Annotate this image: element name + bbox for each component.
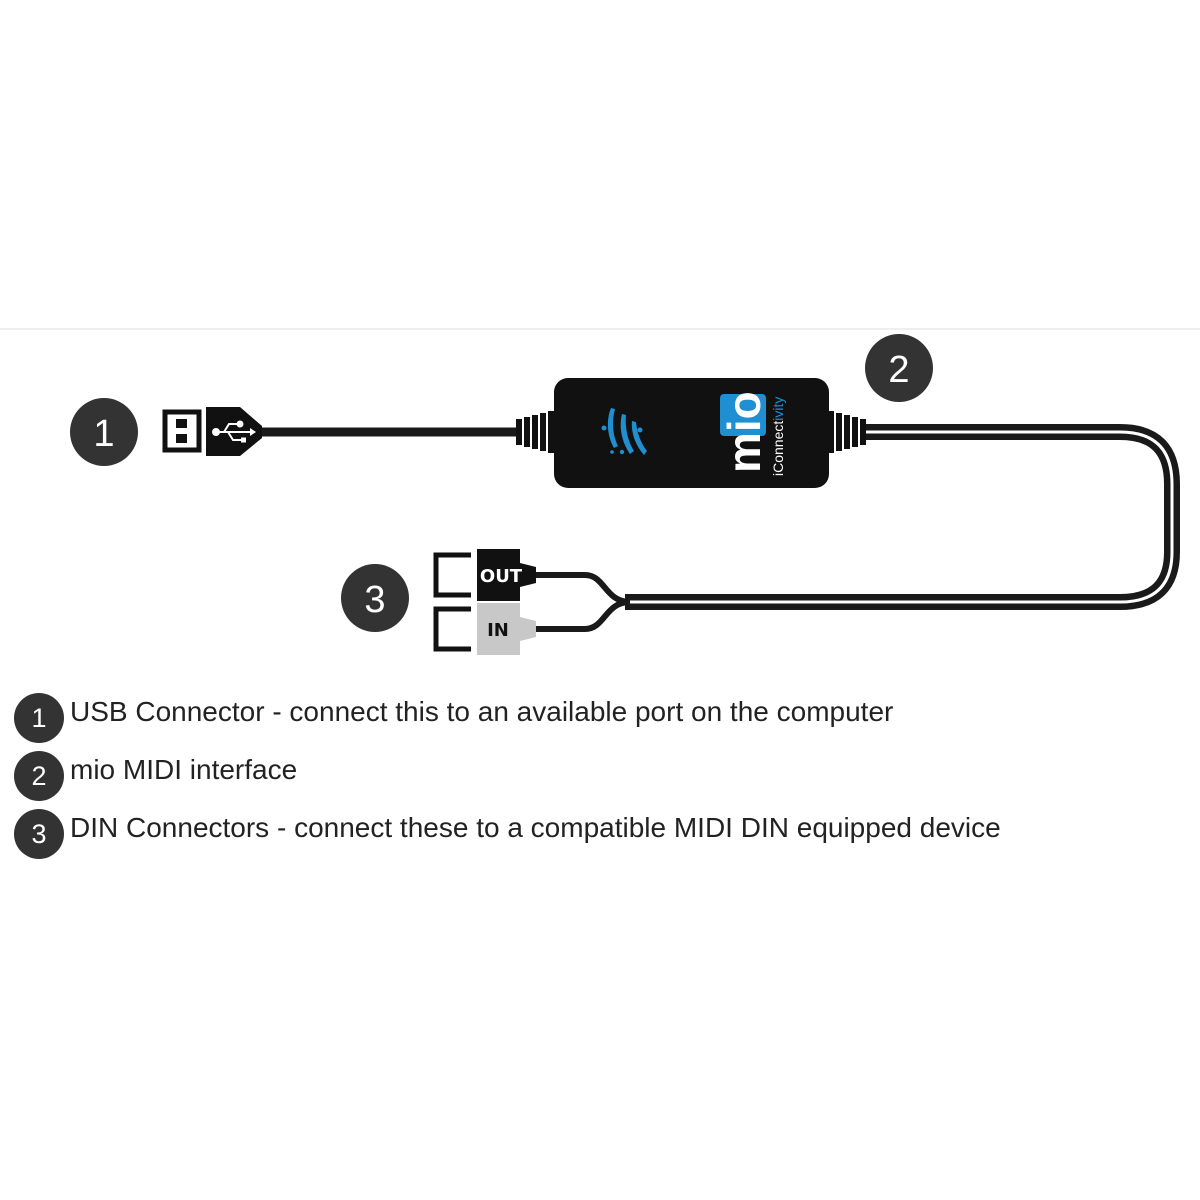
- mio-brand-text: mio: [718, 391, 770, 473]
- usb-connector: [162, 407, 262, 456]
- din-in-connector: IN: [433, 603, 536, 655]
- mio-interface-device: mio iConnectivity: [554, 378, 829, 488]
- splash-logo-icon: [601, 408, 647, 455]
- din-in-bracket: [433, 606, 471, 652]
- callout-1: 1: [70, 398, 138, 466]
- cable-diagram: mio iConnectivity 1 2 3 OUT IN: [70, 334, 1180, 655]
- midi-cable-highlight: [625, 430, 1174, 604]
- din-out-plug: [477, 549, 536, 601]
- out-label: OUT: [480, 566, 523, 587]
- legend-item: 2 mio MIDI interface: [14, 751, 1001, 801]
- callout-3-number: 3: [364, 579, 385, 621]
- usb-pin: [176, 434, 187, 443]
- usb-icon: [212, 420, 256, 443]
- device-body: [554, 378, 829, 488]
- strain-relief-left: [516, 411, 556, 453]
- legend-text-1: USB Connector - connect this to an avail…: [70, 696, 894, 727]
- legend-text-2: mio MIDI interface: [70, 754, 298, 785]
- top-divider: [0, 328, 1200, 330]
- legend-badge-1: 1: [14, 693, 64, 743]
- mio-badge: [720, 394, 766, 436]
- din-out-bracket: [433, 552, 471, 598]
- din-out-connector: OUT: [433, 549, 536, 601]
- legend-item: 1 USB Connector - connect this to an ava…: [14, 693, 1001, 743]
- legend-badge-2: 2: [14, 751, 64, 801]
- callout-2: 2: [865, 334, 933, 402]
- callout-2-number: 2: [888, 349, 909, 391]
- legend-text-3: DIN Connectors - connect these to a comp…: [70, 812, 1001, 843]
- in-label: IN: [487, 620, 509, 641]
- callout-1-number: 1: [93, 413, 114, 455]
- callout-3: 3: [341, 564, 409, 632]
- in-cable: [535, 599, 631, 632]
- strain-relief-right: [826, 411, 866, 453]
- out-cable: [535, 572, 631, 605]
- legend-item: 3 DIN Connectors - connect these to a co…: [14, 809, 1001, 859]
- usb-plug-shell: [162, 409, 202, 453]
- usb-pin: [176, 419, 187, 428]
- maker-text: iConnectivity: [770, 397, 786, 476]
- legend-badge-3: 3: [14, 809, 64, 859]
- legend: 1 USB Connector - connect this to an ava…: [14, 693, 1001, 867]
- din-in-plug: [477, 603, 536, 655]
